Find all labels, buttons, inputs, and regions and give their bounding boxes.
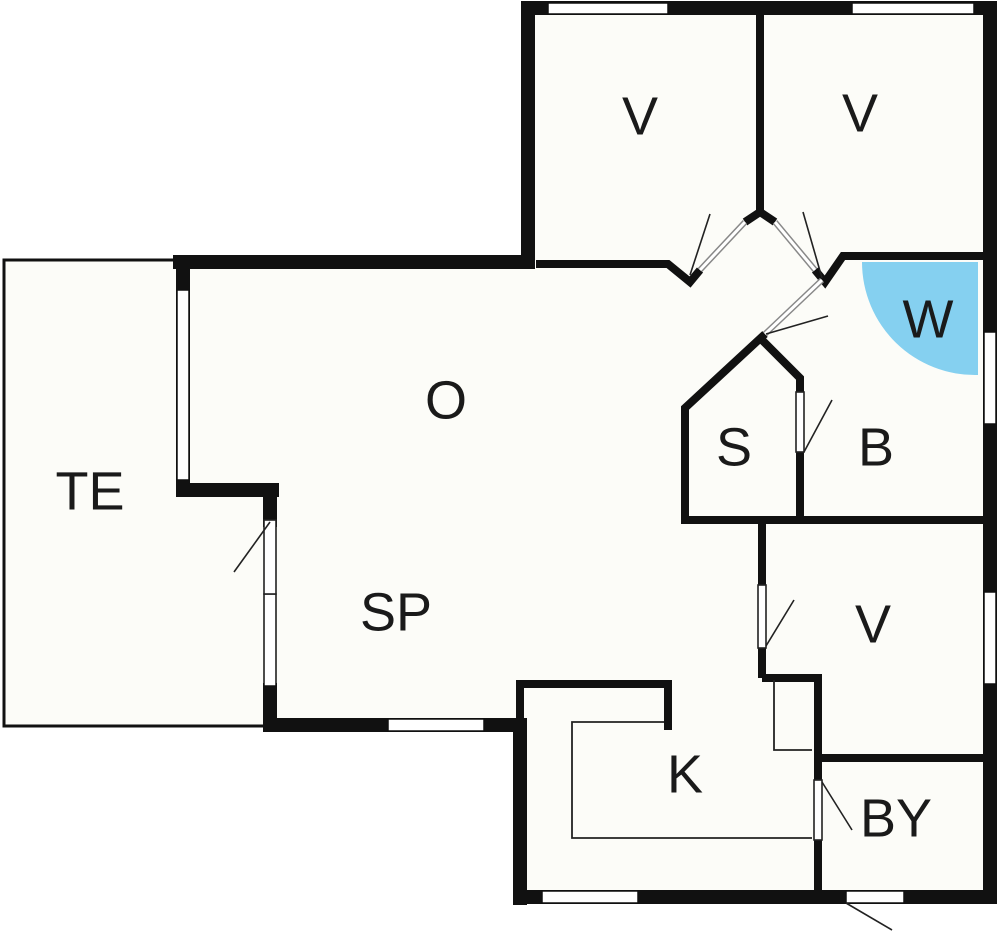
kitchen-counter: [571, 680, 812, 839]
room-label-terrace: TE: [55, 461, 124, 521]
room-label-bedroom-top-right: V: [842, 83, 878, 143]
windows: [176, 2, 997, 904]
wardrobe-area: [862, 262, 978, 376]
room-label-kitchen: K: [667, 744, 703, 804]
doors: [233, 211, 893, 931]
room-label-bedroom-top-left: V: [622, 86, 658, 146]
room-label-storage: S: [716, 417, 752, 477]
room-label-utility: BY: [860, 788, 932, 848]
room-label-living: O: [425, 370, 467, 430]
room-label-bathroom: B: [858, 417, 894, 477]
room-label-bedroom-lower-right: V: [855, 594, 891, 654]
room-label-dining: SP: [360, 582, 432, 642]
room-label-wardrobe: W: [903, 289, 954, 349]
